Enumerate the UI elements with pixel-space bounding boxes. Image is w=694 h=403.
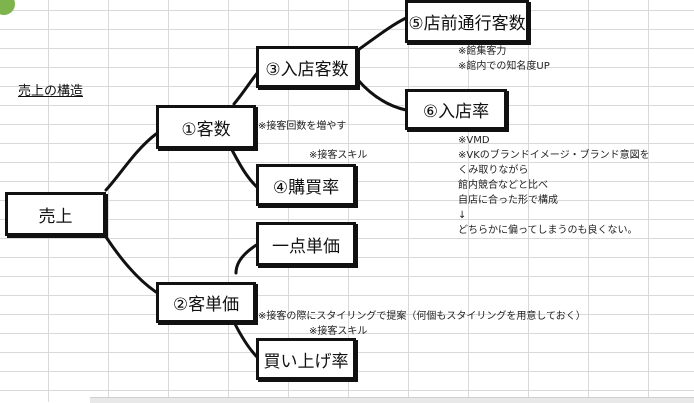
note-purchase-rate: ※接客スキル: [309, 150, 368, 161]
connector-unit-price-single-price: [234, 242, 260, 275]
connector-sales-unit-price: [104, 235, 158, 294]
note-passers-line: ※館内での知名度UP: [458, 61, 550, 72]
note-entry-rate-line: ※VMD: [458, 135, 490, 146]
note-entry-rate-line: ※VKのブランドイメージ・ブランド意図を: [458, 150, 650, 161]
connector-visitors-entry-rate: [356, 78, 408, 112]
note-entry-rate-line: 自店に合った形で構成: [458, 195, 558, 206]
connector-customers-purchase-rate: [230, 148, 260, 190]
node-customers: ①客数: [156, 105, 256, 149]
note-passers-line: ※館集客力: [458, 46, 507, 57]
note-entry-rate-line: ↓: [458, 210, 467, 221]
note-passers: ※館集客力 ※館内での知名度UP: [458, 44, 550, 74]
node-visitors: ③入店客数: [256, 46, 358, 88]
node-purchase-rate: ④購買率: [256, 164, 356, 206]
note-customers: ※接客回数を増やす: [258, 121, 347, 132]
connector-unit-price-buy-rate: [232, 320, 260, 360]
note-entry-rate-line: 館内競合などと比べ: [458, 180, 548, 191]
note-unit-price: ※接客の際にスタイリングで提案（何個もスタイリングを用意しておく）: [258, 311, 586, 322]
node-passers: ⑤店前通行客数: [405, 0, 529, 43]
note-buy-rate: ※接客スキル: [309, 326, 368, 337]
node-sales: 売上: [5, 192, 106, 236]
connector-visitors-passers: [356, 16, 408, 52]
corner-indicator: [0, 0, 15, 15]
node-buy-rate: 買い上げ率: [256, 338, 356, 380]
note-entry-rate-line: どちらかに偏ってしまうのも良くない。: [458, 225, 638, 236]
node-entry-rate: ⑥入店率: [405, 89, 507, 130]
note-entry-rate-line: くみ取りながら: [458, 165, 529, 176]
note-entry-rate: ※VMD ※VKのブランドイメージ・ブランド意図を くみ取りながら 館内競合など…: [458, 133, 650, 238]
node-unit-price: ②客単価: [156, 282, 256, 323]
connector-customers-visitors: [232, 70, 260, 106]
page-title: 売上の構造: [18, 84, 84, 99]
node-single-price: 一点単価: [256, 222, 356, 266]
horizontal-scrollbar[interactable]: [90, 397, 694, 403]
connector-sales-customers: [104, 132, 158, 192]
